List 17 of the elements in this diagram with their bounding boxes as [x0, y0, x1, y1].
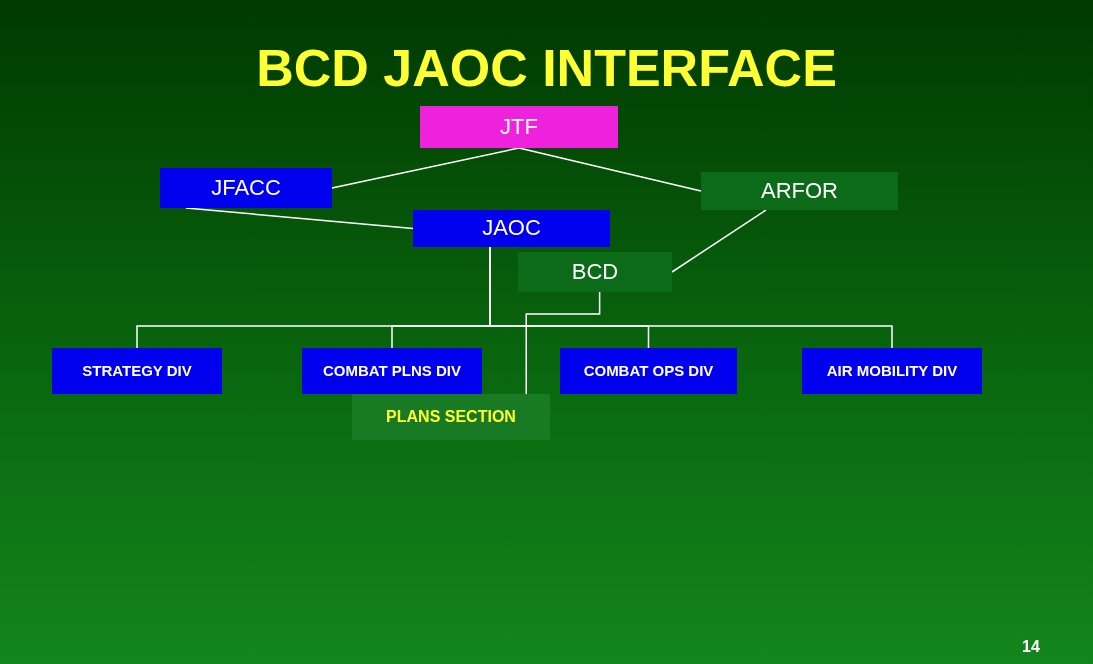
connector-line — [525, 291, 601, 395]
page-number: 14 — [1022, 638, 1040, 656]
org-box: ARFOR — [701, 172, 898, 210]
division-box: COMBAT OPS DIV — [560, 348, 737, 394]
division-box: COMBAT PLNS DIV — [302, 348, 482, 394]
connector-line — [489, 246, 893, 349]
connector-line — [331, 147, 520, 189]
division-box: AIR MOBILITY DIV — [802, 348, 982, 394]
org-box: JAOC — [413, 210, 610, 247]
section-box: PLANS SECTION — [352, 394, 550, 440]
org-box: JTF — [420, 106, 618, 148]
org-box: BCD — [518, 252, 672, 292]
org-box: JFACC — [160, 168, 332, 208]
connector-line — [671, 209, 767, 273]
division-box: STRATEGY DIV — [52, 348, 222, 394]
slide-title: BCD JAOC INTERFACE — [255, 38, 838, 98]
connector-line — [518, 147, 702, 192]
